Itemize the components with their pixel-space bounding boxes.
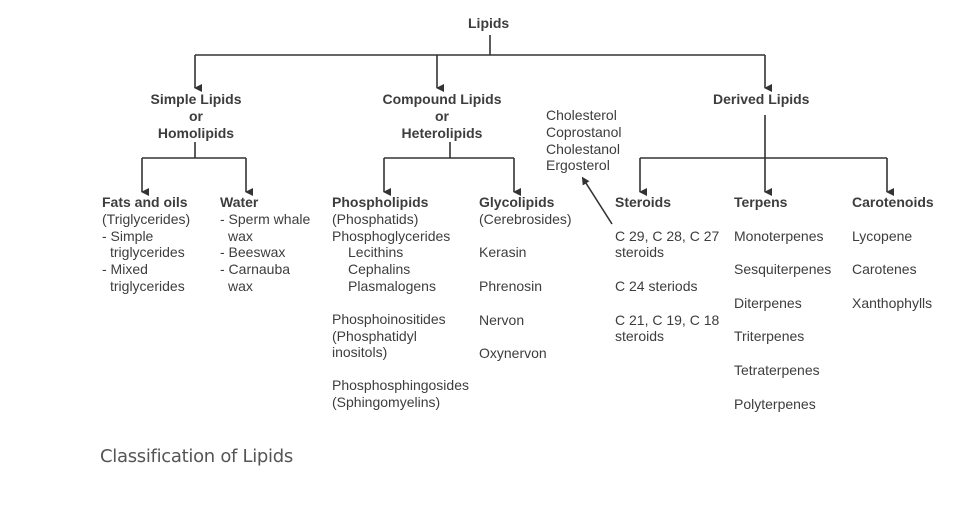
glycolipids-node: Glycolipids (Cerebrosides) Kerasin Phren… — [479, 194, 572, 362]
steroids-line: steroids — [615, 328, 665, 345]
water-line: - Carnauba — [220, 261, 291, 278]
compound-alt: Heterolipids — [401, 124, 483, 141]
phospholipids-line: Lecithins — [348, 244, 404, 261]
glycolipids-line: (Cerebrosides) — [479, 210, 572, 227]
water-line: wax — [228, 277, 253, 294]
carotenoids-line: Lycopene — [852, 227, 913, 244]
terpens-title: Terpens — [734, 194, 788, 210]
root-node: Lipids — [468, 15, 510, 31]
steroids-node: Steroids C 29, C 28, C 27 steroids C 24 … — [615, 194, 719, 345]
compound-lipids-node: Compound Lipids or Heterolipids — [372, 91, 512, 141]
note-item: Cholestanol — [546, 140, 620, 157]
terpens-line: Diterpenes — [734, 294, 802, 311]
phospholipids-title: Phospholipids — [332, 194, 429, 210]
arrow-sterols-note — [581, 176, 613, 225]
terpens-line: Tetraterpenes — [734, 361, 820, 378]
glycolipids-line: Phrenosin — [479, 277, 543, 294]
compound-title: Compound Lipids — [382, 91, 502, 107]
phospholipids-line: Phosphoinositides — [332, 310, 446, 327]
fats-line: - Mixed — [102, 261, 148, 278]
carotenoids-title: Carotenoids — [852, 194, 934, 210]
phospholipids-line: (Sphingomyelins) — [332, 393, 441, 410]
terpens-line: Polyterpenes — [734, 395, 816, 412]
terpens-line: Sesquiterpenes — [734, 261, 832, 278]
fats-line: triglycerides — [110, 244, 185, 261]
steroids-line: steroids — [615, 244, 665, 261]
carotenoids-node: Carotenoids Lycopene Carotenes Xanthophy… — [852, 194, 934, 312]
fats-line: triglycerides — [110, 277, 185, 294]
steroids-line: C 21, C 19, C 18 — [615, 311, 720, 328]
derived-lipids-node: Derived Lipids — [713, 91, 810, 107]
phospholipids-line: inositols) — [332, 344, 388, 361]
water-line: - Sperm whale — [220, 210, 311, 227]
steroids-line: C 29, C 28, C 27 — [615, 227, 720, 244]
glycolipids-line: Kerasin — [479, 244, 527, 261]
carotenoids-line: Carotenes — [852, 261, 917, 278]
phospholipids-line: (Phosphatids) — [332, 210, 419, 227]
glycolipids-line: Nervon — [479, 311, 525, 328]
terpens-node: Terpens Monoterpenes Sesquiterpenes Dite… — [734, 194, 831, 412]
terpens-line: Monoterpenes — [734, 227, 824, 244]
water-line: wax — [228, 227, 253, 244]
note-item: Ergosterol — [546, 157, 610, 174]
note-item: Cholesterol — [546, 107, 617, 123]
figure-caption: Classification of Lipids — [100, 446, 293, 467]
fats-line: - Simple — [102, 227, 154, 244]
steroids-title: Steroids — [615, 194, 672, 210]
phospholipids-line: Cephalins — [348, 261, 411, 278]
sterols-note: Cholesterol Coprostanol Cholestanol Ergo… — [546, 107, 622, 174]
fats-title: Fats and oils — [102, 194, 188, 210]
phospholipids-node: Phospholipids (Phosphatids) Phosphoglyce… — [332, 194, 469, 411]
steroids-line: C 24 steriods — [615, 277, 698, 294]
fats-line: (Triglycerides) — [102, 210, 191, 227]
phospholipids-line: Phosphoglycerides — [332, 227, 451, 244]
phospholipids-line: Plasmalogens — [348, 277, 436, 294]
water-line: - Beeswax — [220, 244, 286, 261]
water-node: Water - Sperm whale wax - Beeswax - Carn… — [220, 194, 310, 295]
terpens-line: Triterpenes — [734, 328, 805, 345]
note-item: Coprostanol — [546, 123, 622, 140]
phospholipids-line: Phosphosphingosides — [332, 377, 469, 394]
simple-alt: Homolipids — [157, 124, 235, 141]
phospholipids-line: (Phosphatidyl — [332, 327, 417, 344]
glycolipids-line: Oxynervon — [479, 345, 547, 362]
simple-lipids-node: Simple Lipids or Homolipids — [140, 91, 252, 141]
compound-or: or — [435, 107, 449, 124]
fats-node: Fats and oils (Triglycerides) - Simple t… — [102, 194, 190, 295]
simple-or: or — [189, 107, 203, 124]
carotenoids-line: Xanthophylls — [852, 294, 933, 311]
glycolipids-title: Glycolipids — [479, 194, 555, 210]
water-title: Water — [220, 194, 259, 210]
simple-title: Simple Lipids — [150, 91, 242, 107]
